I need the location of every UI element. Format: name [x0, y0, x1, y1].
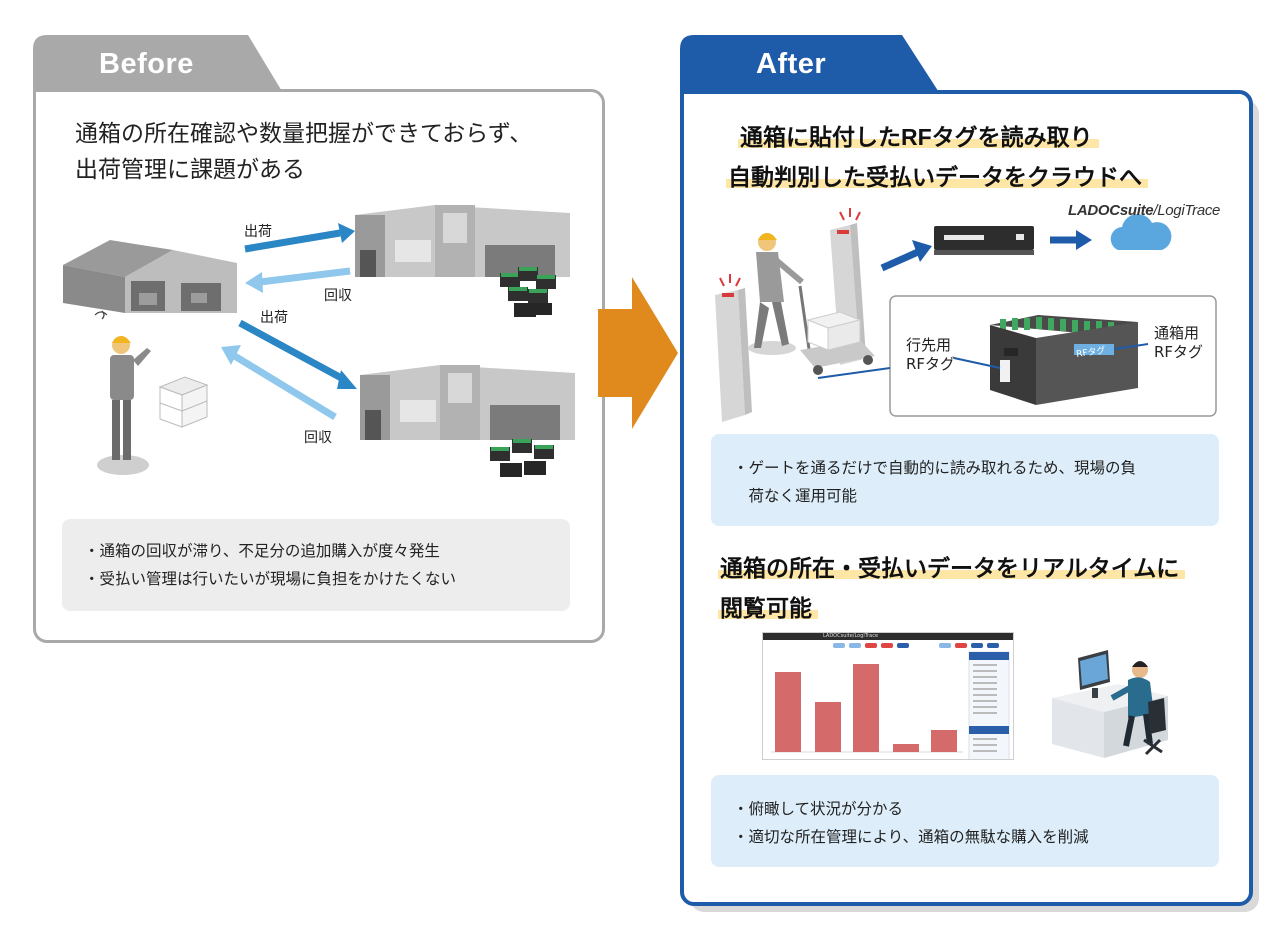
after-heading-2: 通箱の所在・受払いデータをリアルタイムに 閲覧可能 — [718, 549, 1186, 623]
after-notes-1: ・ゲートを通るだけで自動的に読み取れるため、現場の負 荷なく運用可能 — [711, 434, 1219, 526]
return-label-2: 回収 — [304, 430, 332, 446]
box-rf-tag-label-line1: 通箱用 — [1154, 324, 1200, 342]
transition-arrow — [598, 277, 678, 429]
screen-title: LADOCsuite/LogiTrace — [823, 633, 879, 639]
container-icon — [953, 315, 1149, 405]
box-stack-icon — [158, 376, 209, 428]
reader-device-icon — [934, 226, 1034, 255]
worker-icon — [748, 233, 804, 355]
flow-arrow-2 — [1050, 230, 1092, 250]
after-notes-2: ・俯瞰して状況が分かる ・適切な所在管理により、通箱の無駄な購入を削減 — [711, 775, 1219, 867]
after-tab-label: After — [756, 48, 827, 80]
crates-icon — [490, 439, 554, 477]
ship-label-2: 出荷 — [260, 310, 288, 326]
computer-user-icon — [1052, 650, 1168, 758]
before-title: 通箱の所在確認や数量把握ができておらず、 出荷管理に課題がある — [75, 116, 595, 188]
after-illustration — [715, 208, 1217, 422]
ship-arrow-2 — [238, 319, 357, 389]
warehouse-icon — [355, 205, 570, 277]
before-tab: Before — [33, 35, 283, 93]
dashboard-screenshot: LADOCsuite/LogiTrace — [762, 632, 1014, 760]
after-tab: After — [680, 35, 942, 97]
after-heading-2-line2: 閲覧可能 — [718, 595, 818, 621]
before-notes: ・通箱の回収が滞り、不足分の追加購入が度々発生 ・受払い管理は行いたいが現場に負… — [62, 519, 570, 611]
after-note-2-line1: ・俯瞰して状況が分かる — [733, 800, 904, 818]
rfid-gate-icon — [715, 274, 752, 422]
brand-rest: /LogiTrace — [1153, 202, 1221, 219]
brand-logo: LADOCsuite/LogiTrace — [1068, 202, 1220, 219]
warehouse-icon — [360, 365, 575, 440]
connector-line — [817, 367, 891, 379]
after-heading-1-line2: 自動判別した受払いデータをクラウドへ — [726, 164, 1148, 190]
box-rf-tag-label-line2: RFタグ — [1154, 343, 1204, 361]
brand-bold: LADOCsuite — [1068, 202, 1154, 219]
after-heading-2-line1: 通箱の所在・受払いデータをリアルタイムに — [718, 555, 1186, 581]
before-tab-label: Before — [99, 48, 194, 80]
warehouse-icon — [63, 240, 237, 313]
worker-icon — [94, 310, 151, 475]
ship-arrow-1 — [244, 223, 355, 253]
dest-rf-tag-label-line2: RFタグ — [906, 355, 956, 373]
cart-icon — [798, 285, 875, 375]
before-illustration — [63, 205, 575, 477]
after-note-1-line1: ・ゲートを通るだけで自動的に読み取れるため、現場の負 — [733, 459, 1137, 477]
after-note-2-line2: ・適切な所在管理により、通箱の無駄な購入を削減 — [733, 828, 1089, 846]
cloud-icon — [1110, 214, 1172, 250]
flow-arrow-1 — [880, 240, 932, 272]
ship-label-1: 出荷 — [244, 224, 272, 240]
after-heading-1-line1: 通箱に貼付したRFタグを読み取り — [738, 124, 1099, 150]
box-rf-tag-label: 通箱用 RFタグ — [1154, 324, 1203, 362]
before-title-line1: 通箱の所在確認や数量把握ができておらず、 — [75, 121, 533, 147]
crates-icon — [500, 267, 556, 317]
return-arrow-2 — [221, 345, 337, 420]
before-note-1: ・通箱の回収が滞り、不足分の追加購入が度々発生 — [84, 542, 440, 560]
return-label-1: 回収 — [324, 288, 352, 304]
before-title-line2: 出荷管理に課題がある — [75, 157, 305, 183]
dest-rf-tag-label-line1: 行先用 — [906, 336, 952, 354]
screen-content — [771, 643, 1010, 759]
before-note-2: ・受払い管理は行いたいが現場に負担をかけたくない — [84, 570, 457, 588]
return-arrow-1 — [245, 267, 351, 293]
after-heading-1: 通箱に貼付したRFタグを読み取り 自動判別した受払いデータをクラウドへ — [726, 118, 1148, 192]
after-note-1-line2: 荷なく運用可能 — [733, 487, 858, 505]
screen-titlebar: LADOCsuite/LogiTrace — [763, 633, 1013, 640]
dest-rf-tag-label: 行先用 RFタグ — [906, 336, 955, 374]
